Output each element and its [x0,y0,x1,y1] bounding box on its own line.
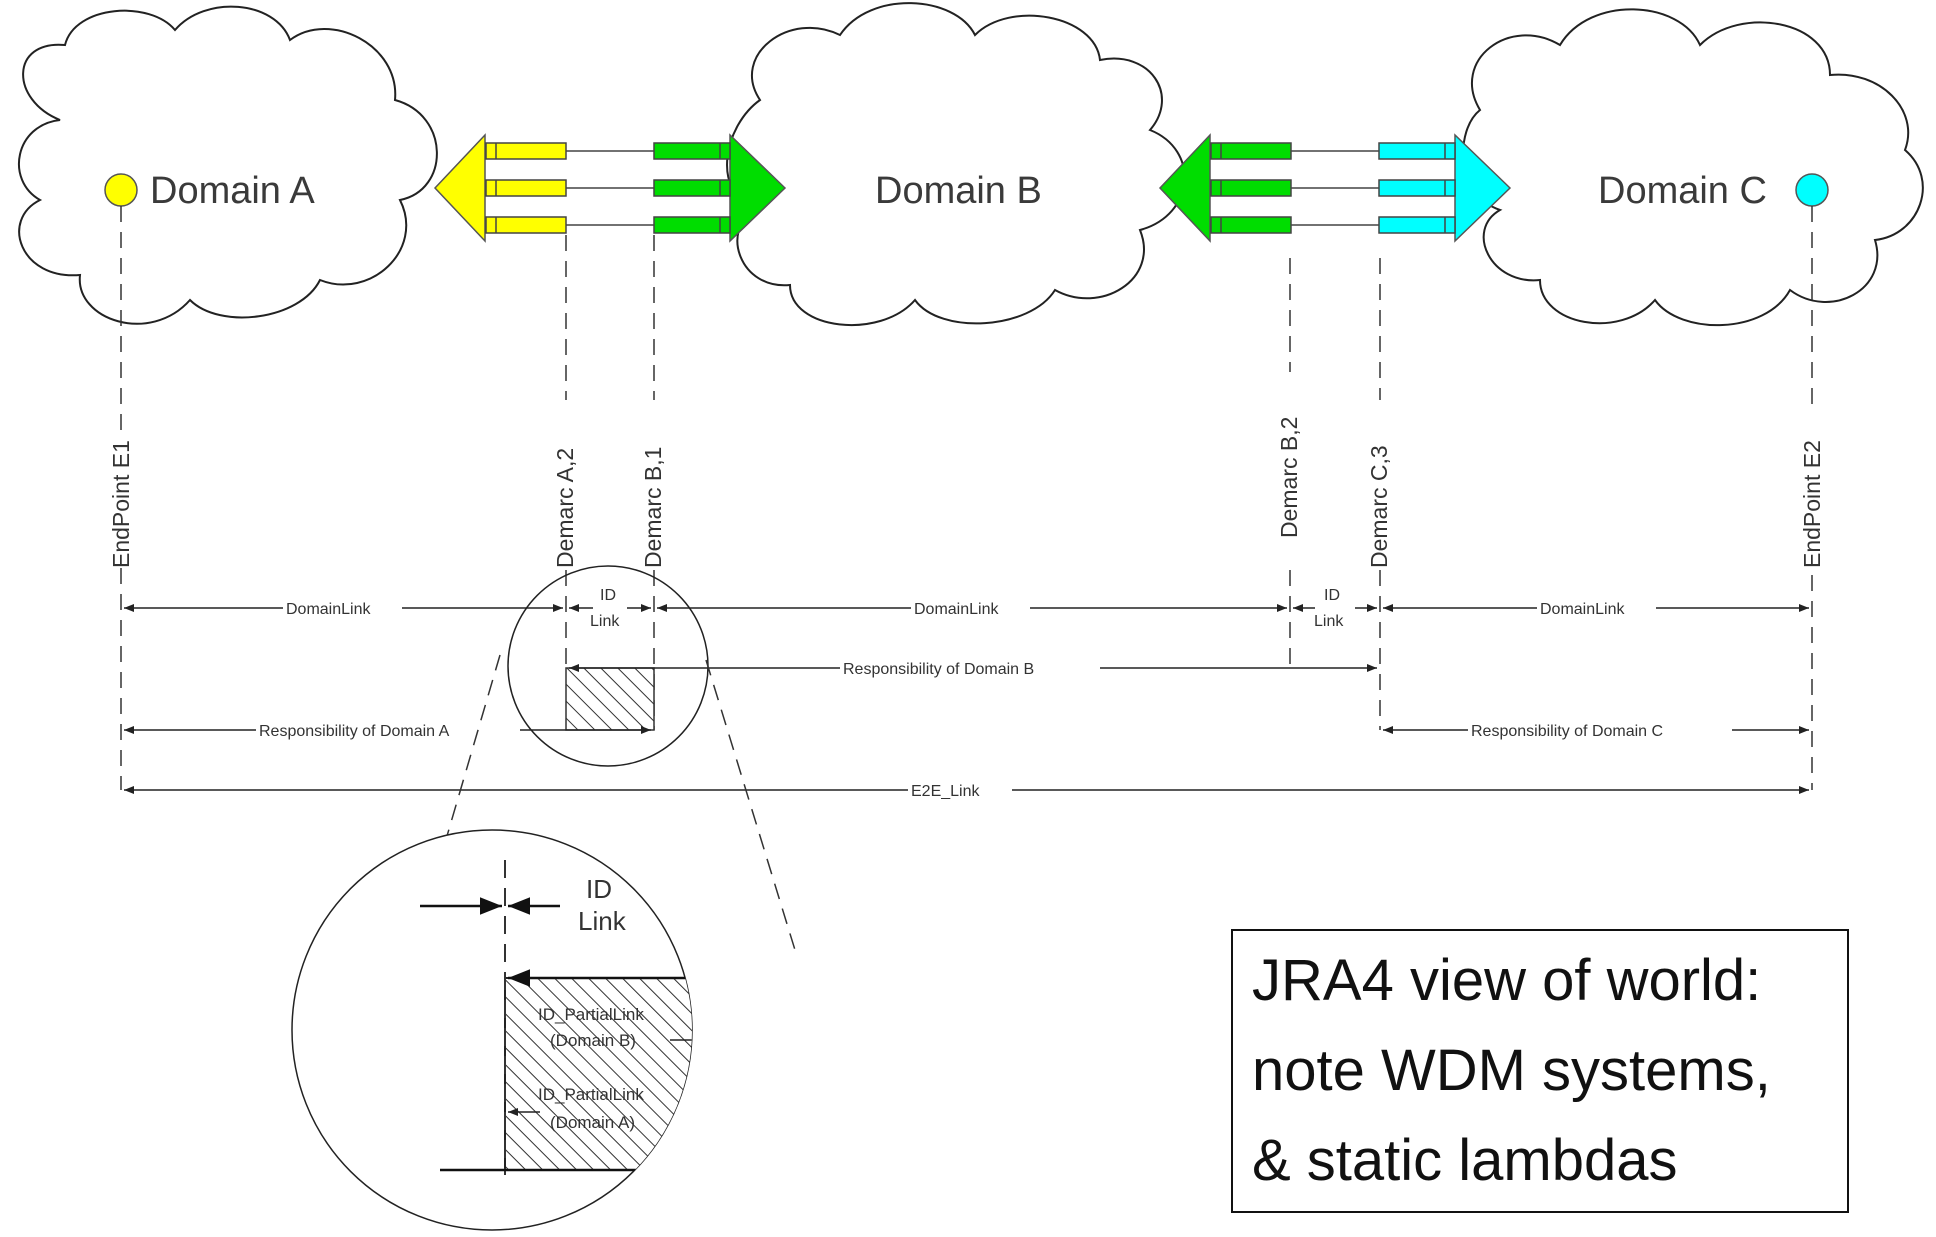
e2e-link-label: E2E_Link [911,783,980,800]
id-link-label-1b: Link [590,613,620,630]
transponders-c [1378,142,1456,234]
domain-c-label: Domain C [1598,170,1767,212]
demarc-a2-label: Demarc A,2 [552,448,578,568]
responsibility-c-label: Responsibility of Domain C [1471,723,1663,740]
id-link-label-1a: ID [600,587,616,604]
zoom-id-label-1: ID [586,874,612,904]
zoom-id-label-2: Link [578,906,627,936]
endpoint-e1-label: EndPoint E1 [108,440,134,568]
wdm-domain-a [433,133,486,243]
responsibility-b-label: Responsibility of Domain B [843,661,1034,678]
cloud-domain-a [17,5,438,325]
note-line-2: note WDM systems, [1252,1038,1771,1103]
partial-b-label-2: (Domain B) [550,1031,636,1050]
note-line-1: JRA4 view of world: [1252,948,1761,1013]
domain-link-label-a: DomainLink [286,601,371,618]
cloud-domain-b [726,2,1186,327]
overlap-hatch-small [565,667,655,731]
demarc-b1-label: Demarc B,1 [640,447,666,568]
endpoint-e2-label: EndPoint E2 [1799,440,1825,568]
responsibility-a-label: Responsibility of Domain A [259,723,450,740]
transponders-b-west [653,142,731,234]
demarc-lines [120,206,1813,790]
id-link-label-2a: ID [1324,587,1340,604]
partial-b-label-1: ID_PartialLink [538,1005,644,1024]
demarc-c3-label: Demarc C,3 [1366,445,1392,568]
domain-a-label: Domain A [150,170,315,212]
fiber-lines [565,150,1380,226]
partial-a-label-2: (Domain A) [550,1113,635,1132]
wdm-domain-b-east [1158,133,1211,243]
partial-a-label-1: ID_PartialLink [538,1085,644,1104]
domain-b-label: Domain B [875,170,1042,212]
demarc-b2-label: Demarc B,2 [1276,417,1302,538]
domain-link-label-b: DomainLink [914,601,999,618]
note-box [1231,929,1849,1213]
endpoint-e1-dot [104,173,138,207]
domain-link-label-c: DomainLink [1540,601,1625,618]
endpoint-e2-dot [1795,173,1829,207]
transponders-b-east [1210,142,1292,234]
transponders-a [485,142,567,234]
id-link-label-2b: Link [1314,613,1344,630]
note-line-3: & static lambdas [1252,1128,1678,1193]
cloud-domain-c [1462,8,1924,326]
